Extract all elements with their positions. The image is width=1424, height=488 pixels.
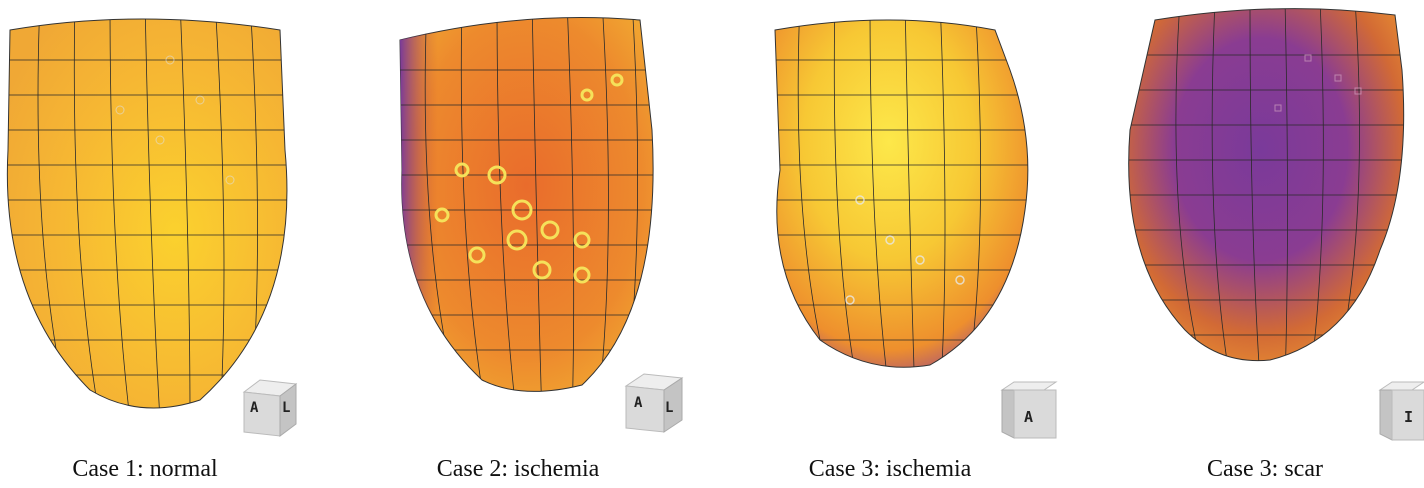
- panel-caption: Case 2: ischemia: [436, 456, 600, 482]
- orientation-cube: [624, 373, 684, 433]
- heart-surface-image: [6, 18, 288, 409]
- panel-case-2: A L Case 2: ischemia: [382, 0, 712, 488]
- cube-label-l: L: [282, 400, 291, 416]
- orientation-cube: [242, 379, 298, 437]
- panel-caption: Case 1: normal: [72, 456, 218, 482]
- panel-case-1: A L Case 1: normal: [0, 0, 330, 488]
- panel-case-3-scar: I Case 3: scar: [1110, 0, 1424, 488]
- panel-caption: Case 3: scar: [1207, 456, 1323, 482]
- heart-surface-image: [774, 19, 1029, 368]
- cube-label-a: A: [1024, 408, 1034, 426]
- panel-case-3-ischemia: A Case 3: ischemia: [760, 0, 1080, 488]
- orientation-cube: [1378, 381, 1424, 441]
- heart-surface-image: [399, 17, 654, 392]
- cube-label-l: L: [665, 400, 674, 416]
- orientation-cube: [1000, 381, 1058, 439]
- cube-label-i: I: [1404, 408, 1414, 426]
- heart-surface-image: [1128, 8, 1405, 362]
- cube-label-a: A: [250, 400, 259, 416]
- cube-label-a: A: [634, 395, 643, 411]
- panel-caption: Case 3: ischemia: [808, 456, 972, 482]
